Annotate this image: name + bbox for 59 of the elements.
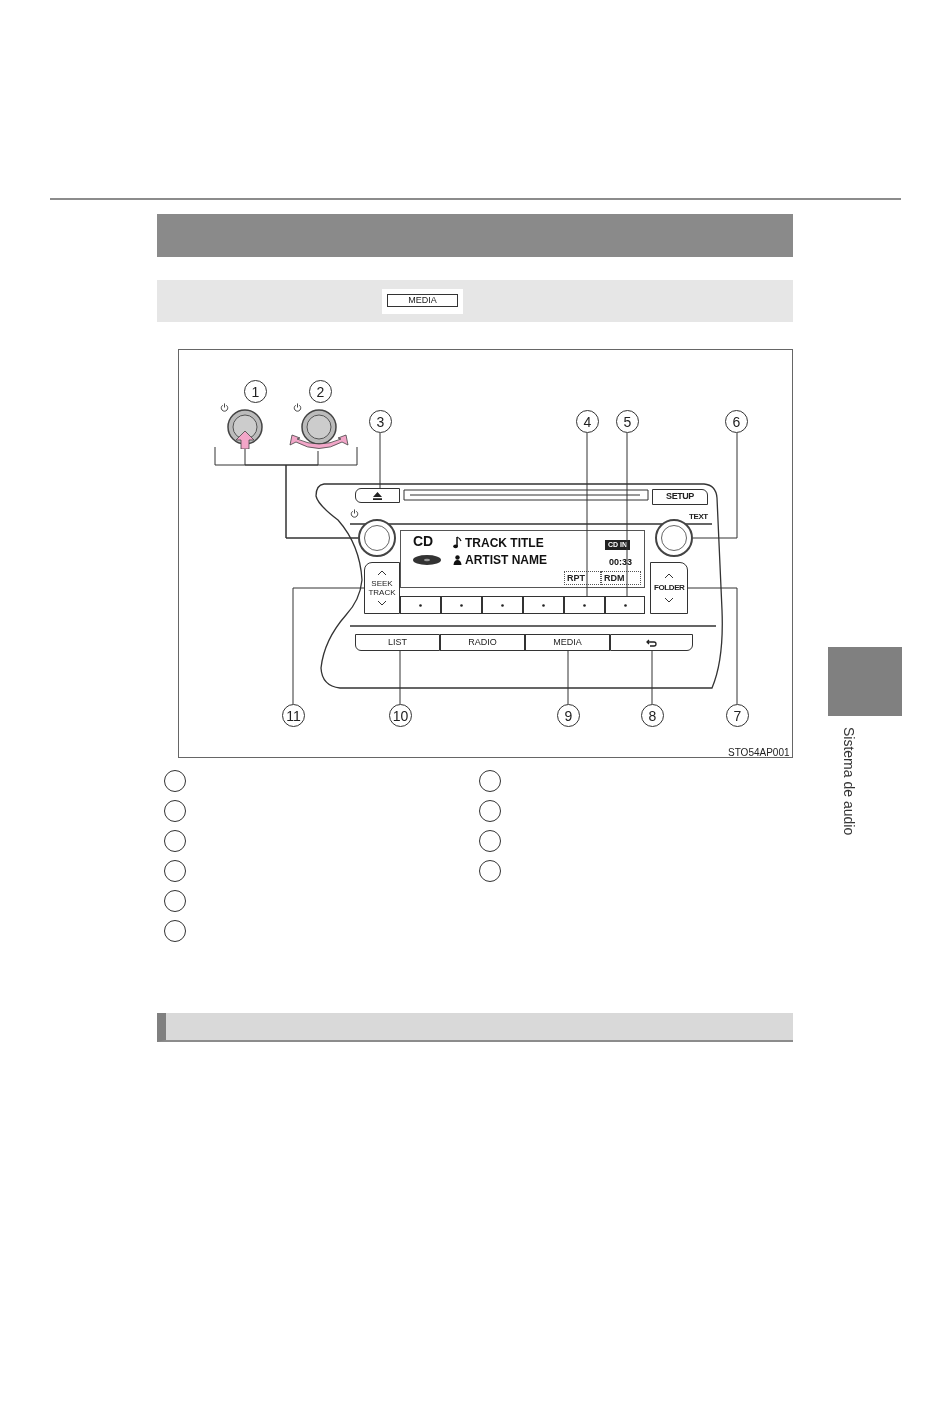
- callout-number: 1: [244, 380, 267, 403]
- preset-button: [400, 596, 441, 614]
- folder-button: [650, 562, 688, 614]
- figure-code: STO54AP001: [728, 746, 790, 760]
- leader-line: [567, 650, 569, 705]
- callout-number: 5: [616, 410, 639, 433]
- section-tab: [828, 647, 902, 716]
- section-tab-label: Sistema de audio: [840, 727, 858, 836]
- callout-number: 9: [557, 704, 580, 727]
- preset-button: [523, 596, 564, 614]
- knob-label: TEXT: [689, 511, 708, 523]
- random-indicator: [601, 571, 641, 585]
- time-display: 00:33: [609, 558, 633, 567]
- leader-line: [651, 650, 653, 705]
- tune-knob: [655, 519, 693, 557]
- preset-button: [564, 596, 605, 614]
- leader-line: [399, 650, 401, 705]
- button-label: MEDIA: [553, 635, 582, 649]
- leader-line: [285, 450, 359, 539]
- leader-line: [626, 432, 628, 597]
- preset-button: [482, 596, 523, 614]
- repeat-indicator: [564, 571, 601, 585]
- button-label: MEDIA: [408, 293, 437, 307]
- leader-line: [292, 587, 365, 705]
- seek-track-button: [364, 562, 400, 614]
- button-label: RPT: [567, 573, 585, 583]
- leader-line: [692, 432, 738, 539]
- eject-button: [355, 488, 400, 503]
- power-volume-knob: [358, 519, 396, 557]
- button-label: SETUP: [666, 490, 694, 504]
- preset-button: [605, 596, 645, 614]
- display-screen: [400, 530, 645, 588]
- subheading-bar: [157, 1013, 793, 1042]
- callout-number: 2: [309, 380, 332, 403]
- artist-name-text: ARTIST NAME: [465, 554, 547, 566]
- media-button: [387, 294, 458, 307]
- media-button: [525, 634, 610, 651]
- callout-number: 4: [576, 410, 599, 433]
- callout-number: 6: [725, 410, 748, 433]
- callout-number: 7: [726, 704, 749, 727]
- list-button: [355, 634, 440, 651]
- callout-number: 3: [369, 410, 392, 433]
- callout-number: 11: [282, 704, 305, 727]
- radio-button: [440, 634, 525, 651]
- leader-line: [687, 587, 738, 705]
- setup-button: [652, 489, 708, 505]
- button-label: SEEK TRACK: [367, 579, 397, 597]
- leader-line: [586, 432, 588, 597]
- button-label: FOLDER: [654, 582, 684, 594]
- callout-number: 8: [641, 704, 664, 727]
- preset-button: [441, 596, 482, 614]
- button-label: RADIO: [468, 635, 497, 649]
- track-title-text: TRACK TITLE: [465, 537, 544, 549]
- back-button: [610, 634, 693, 651]
- source-label: CD: [413, 534, 434, 548]
- leader-line: [379, 432, 381, 489]
- button-label: RDM: [604, 573, 625, 583]
- button-label: LIST: [388, 635, 407, 649]
- callout-number: 10: [389, 704, 412, 727]
